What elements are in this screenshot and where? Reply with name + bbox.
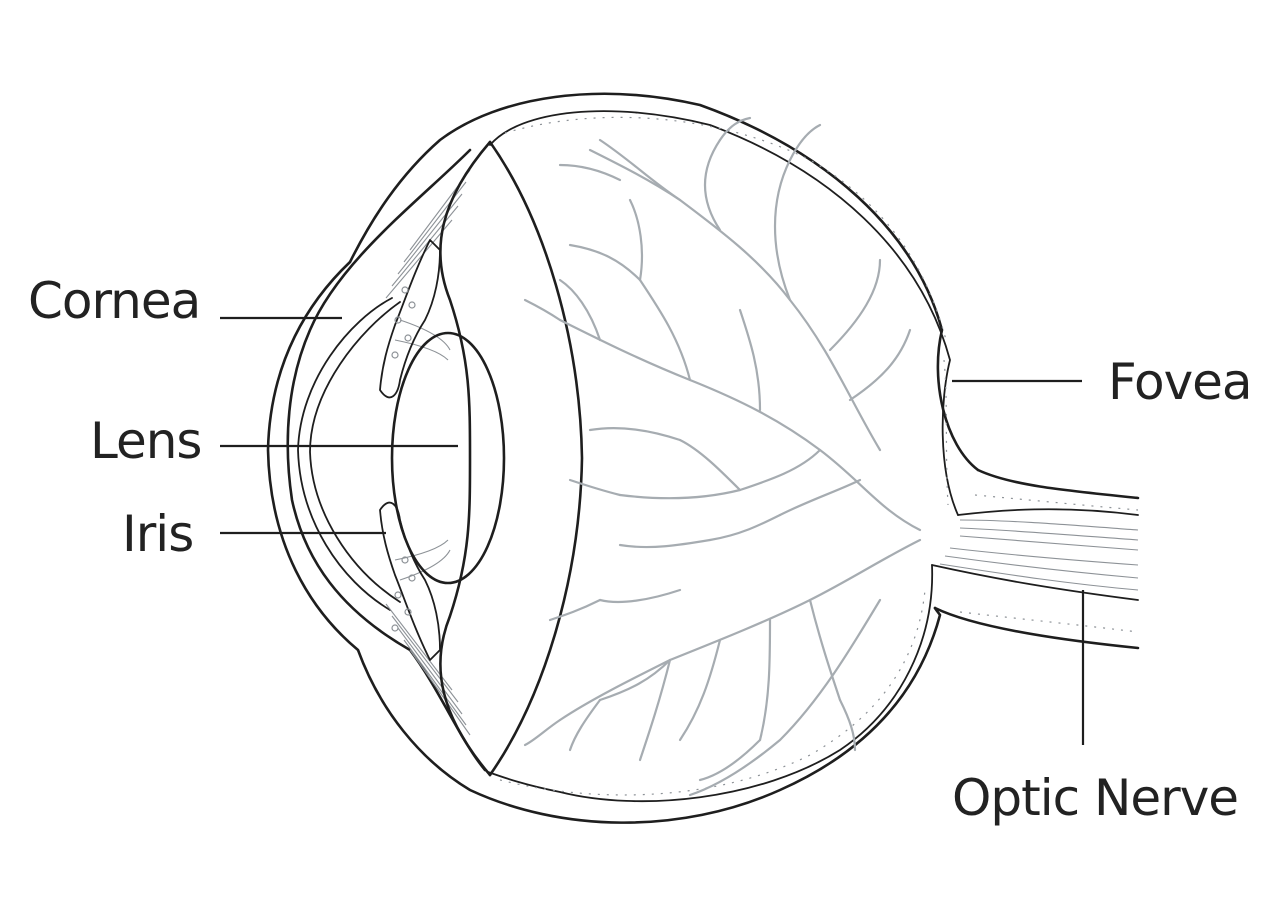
sclera-inner-lower <box>487 564 934 803</box>
optic-nerve <box>931 468 1140 650</box>
sclera <box>266 92 980 824</box>
ciliary-body <box>385 169 471 736</box>
cornea <box>286 148 487 772</box>
sclera-outer <box>266 92 980 824</box>
iris <box>379 239 441 661</box>
optic-nerve-label: Optic Nerve <box>952 769 1238 827</box>
vitreous-cut <box>439 140 584 777</box>
cornea-outer <box>286 148 487 772</box>
iris-lower <box>379 501 441 661</box>
cornea-inner-2 <box>309 301 401 603</box>
lens-label: Lens <box>90 412 201 470</box>
choroid-fovea <box>943 359 949 506</box>
choroid-top <box>504 116 947 341</box>
cornea-inner <box>297 297 393 611</box>
iris-label: Iris <box>122 505 193 563</box>
iris-upper <box>379 239 441 399</box>
fovea-label: Fovea <box>1108 353 1252 411</box>
lens-shape <box>390 331 506 585</box>
sclera-inner <box>489 110 959 516</box>
cornea-label: Cornea <box>28 272 200 330</box>
retinal-vessels <box>523 116 922 797</box>
choroid-bottom <box>499 589 926 796</box>
